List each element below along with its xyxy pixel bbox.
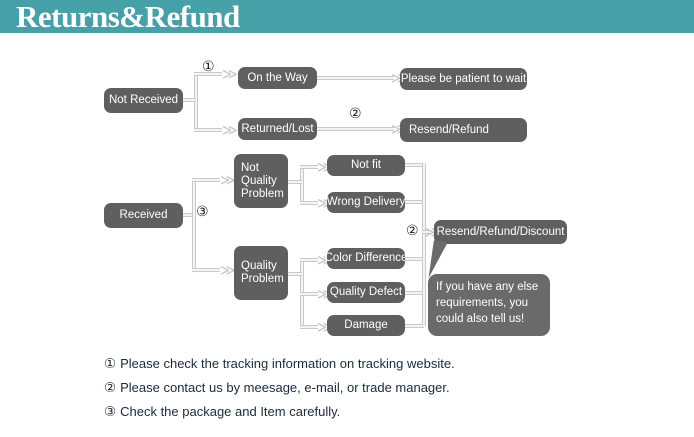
arrow-to-not-quality-problem: ≫	[220, 171, 236, 189]
footnote-number: ②	[104, 380, 117, 396]
connector-to-wrong-delivery	[300, 201, 318, 205]
node-please-be-patient-to-wait: Please be patient to wait	[400, 68, 527, 90]
node-returned-lost: Returned/Lost	[238, 118, 317, 140]
node-damage: Damage	[327, 315, 405, 336]
node-not-quality-problem: Not Quality Problem	[234, 154, 288, 208]
footnote-text: Please contact us by meesage, e-mail, or…	[120, 380, 450, 395]
arrow-to-quality-problem: ≫	[220, 261, 236, 279]
node-quality-defect: Quality Defect	[327, 282, 405, 303]
marker-one-top: ①	[202, 59, 215, 75]
marker-two-right: ②	[406, 223, 419, 239]
arrow-to-returned-lost: ≫	[222, 121, 238, 139]
footnote-number: ①	[104, 356, 117, 372]
footnote-number: ③	[104, 404, 117, 420]
footnote-item: ① Please check the tracking information …	[104, 352, 664, 376]
connector-to-on-the-way	[194, 72, 222, 76]
connector-to-quality-defect	[300, 292, 318, 296]
arrow-to-on-the-way: ≫	[222, 65, 238, 83]
connector-not-quality-branch-vertical	[300, 165, 304, 205]
connector-to-damage	[300, 325, 318, 329]
connector-to-quality-problem	[192, 268, 220, 272]
node-not-fit: Not fit	[327, 155, 405, 176]
connector-to-returned-lost	[194, 128, 222, 132]
node-wrong-delivery: Wrong Delivery	[327, 192, 405, 213]
connector-color-difference-merge	[405, 257, 424, 261]
node-not-received: Not Received	[104, 88, 183, 113]
header-banner: Returns&Refund	[0, 0, 694, 34]
connector-on-the-way-to-please-wait	[317, 76, 394, 80]
connector-received-stem	[183, 213, 194, 217]
footnote-text: Please check the tracking information on…	[120, 356, 455, 371]
connector-wrong-delivery-merge	[405, 200, 424, 204]
footnote-item: ③ Check the package and Item carefully.	[104, 400, 664, 424]
connector-quality-defect-merge	[405, 291, 424, 295]
connector-returned-lost-to-resend-refund	[317, 127, 394, 131]
connector-merge-to-resend-refund-discount	[422, 230, 431, 234]
connector-not-quality-stem	[288, 180, 302, 184]
marker-three-left: ③	[196, 204, 209, 220]
node-quality-problem: Quality Problem	[234, 246, 288, 300]
node-received: Received	[104, 203, 183, 228]
speech-bubble: If you have any else requirements, you c…	[428, 274, 550, 336]
connector-to-not-quality-problem	[192, 178, 220, 182]
connector-to-color-difference	[300, 258, 318, 262]
footnote-item: ② Please contact us by meesage, e-mail, …	[104, 376, 664, 400]
connector-to-not-fit	[300, 165, 318, 169]
connector-damage-merge	[405, 324, 424, 328]
connector-not-fit-merge	[405, 163, 424, 167]
footnote-text: Check the package and Item carefully.	[120, 404, 341, 419]
connector-not-received-stem	[183, 98, 196, 102]
marker-two-top: ②	[349, 106, 362, 122]
connector-merge-bus-vertical	[422, 163, 426, 326]
connector-not-received-branch-vertical	[194, 72, 198, 132]
page-title: Returns&Refund	[16, 0, 240, 34]
node-on-the-way: On the Way	[238, 67, 317, 89]
node-resend-refund: Resend/Refund	[400, 118, 527, 142]
footnote-list: ① Please check the tracking information …	[104, 352, 664, 424]
connector-quality-stem	[288, 272, 302, 276]
node-color-difference: Color Difference	[325, 248, 407, 269]
node-resend-refund-discount: Resend/Refund/Discount	[434, 220, 567, 244]
connector-received-branch-vertical	[192, 178, 196, 272]
